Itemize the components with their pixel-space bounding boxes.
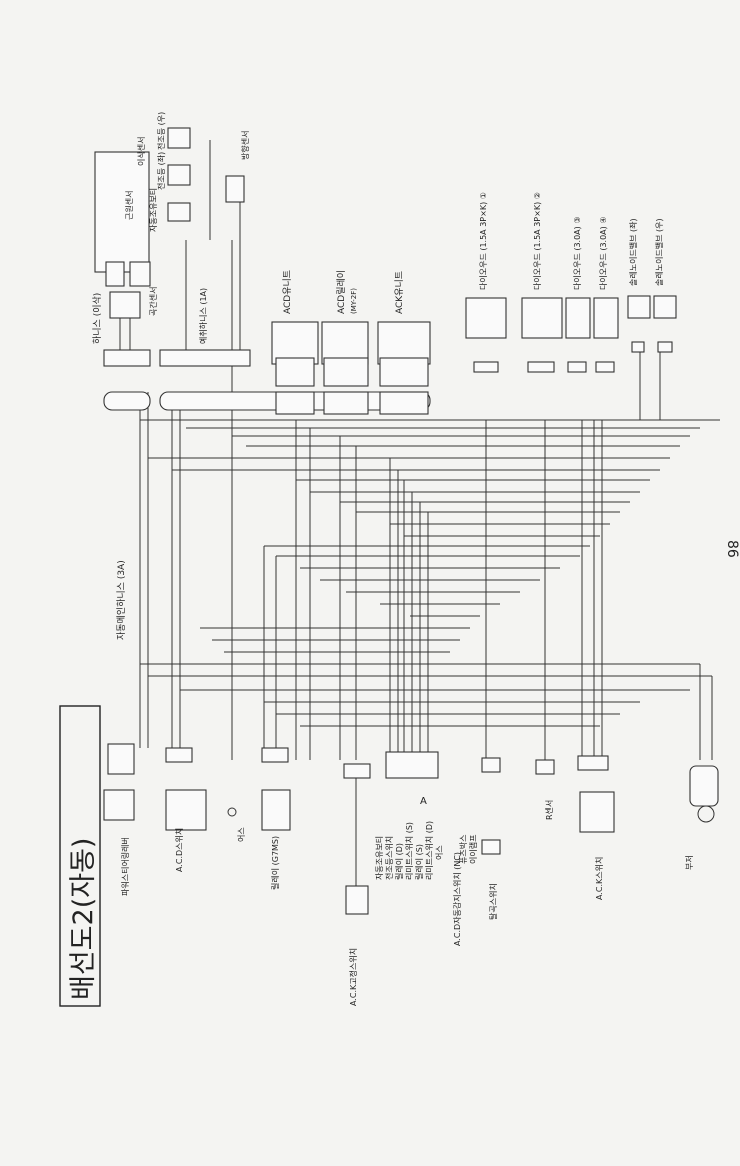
conn-item-2: 전조등스위치: [384, 836, 394, 880]
acd-sense-switch: A.C.D자동감지스위치 (NC): [452, 852, 462, 946]
diode-2: 다이오우드 (1.5A 3P×K) ②: [532, 192, 542, 290]
sensor-group: 곡간센서 자동조유보티 근원센서 전조등 (좌) 이삭센서 전조등 (우) 방향…: [94, 112, 250, 319]
sensor-grain: 곡간센서: [148, 287, 158, 316]
solenoid-group: 솔레노이드밸브 (좌) 솔레노이드밸브 (우): [627, 218, 677, 400]
unload-switch: 탈곡스위치: [488, 883, 498, 920]
conn-item-6: 리미트스위치 (D): [425, 821, 434, 880]
ack-fix-switch: A.C.K고정스위치: [348, 948, 358, 1006]
left-components: 파워스티어링레버 A.C.D스위치 어스 릴레이 (G7MS) A.C.K고정스…: [103, 743, 719, 1006]
sensor-grain-head: 이삭센서: [136, 137, 146, 166]
acd-switch: A.C.D스위치: [175, 828, 184, 872]
conn-item-1: 자동조유보티: [375, 836, 384, 880]
conn-item-5: 릴레이 (S): [414, 844, 424, 880]
page-title: 배선도2(자동): [68, 838, 99, 1000]
solenoid-left: 솔레노이드밸브 (좌): [628, 218, 638, 286]
relay-g7ms: 릴레이 (G7MS): [270, 836, 280, 890]
conn-item-7: 어스: [434, 845, 444, 860]
ack-unit-label: ACK유니트: [394, 271, 405, 314]
buzzer: 부저: [685, 855, 694, 870]
acd-relay: ACD릴레이 (MY-2F): [321, 270, 369, 415]
wire-bundle: [139, 350, 720, 760]
acd-relay-model: (MY-2F): [350, 288, 358, 314]
top-harness-label: 하니스 (이삭): [92, 293, 103, 344]
sensor-lamp-left: 전조등 (좌): [156, 152, 166, 190]
r-sensor: R센서: [544, 800, 554, 820]
diode-group: 다이오우드 (1.5A 3P×K) ① 다이오우드 (1.5A 3P×K) ② …: [465, 192, 619, 373]
connector-list: 자동조유보티 전조등스위치 릴레이 (D) 리미트스위치 (S) 릴레이 (S)…: [375, 821, 478, 880]
conn-item-8: 퓨즈박스: [458, 835, 468, 864]
sensor-auto-adj: 자동조유보티: [149, 188, 158, 232]
acd-relay-label: ACD릴레이: [336, 270, 347, 314]
sensor-lamp-right: 전조등 (우): [156, 112, 166, 150]
sub-harness-label: 예취하니스 (1A): [198, 288, 208, 344]
sensor-direction: 방향센서: [240, 131, 250, 160]
conn-item-4: 리미트스위치 (S): [405, 822, 414, 880]
diode-1: 다이오우드 (1.5A 3P×K) ①: [478, 192, 488, 290]
acd-unit: ACD유니트: [271, 270, 319, 415]
conn-item-9: 이이램프: [468, 835, 478, 864]
title-block: 배선도2(자동): [59, 705, 101, 1007]
diode-4: 다이오우드 (3.0A) ④: [598, 217, 608, 291]
ground-mark: A: [420, 796, 427, 807]
sensor-near: 근원센서: [124, 191, 134, 220]
ack-switch: A.C.K스위치: [595, 857, 604, 900]
diode-3: 다이오우드 (3.0A) ③: [572, 217, 582, 291]
conn-item-3: 릴레이 (D): [394, 843, 404, 880]
power-steering-lever: 파워스티어링레버: [120, 837, 130, 896]
acd-unit-label: ACD유니트: [282, 270, 293, 314]
solenoid-right: 솔레노이드밸브 (우): [654, 218, 664, 286]
earth: 어스: [236, 827, 246, 842]
page-number: 86: [724, 540, 740, 558]
main-harness-label: 자동메인하니스 (3A): [116, 560, 127, 640]
ack-unit: ACK유니트: [377, 271, 431, 415]
